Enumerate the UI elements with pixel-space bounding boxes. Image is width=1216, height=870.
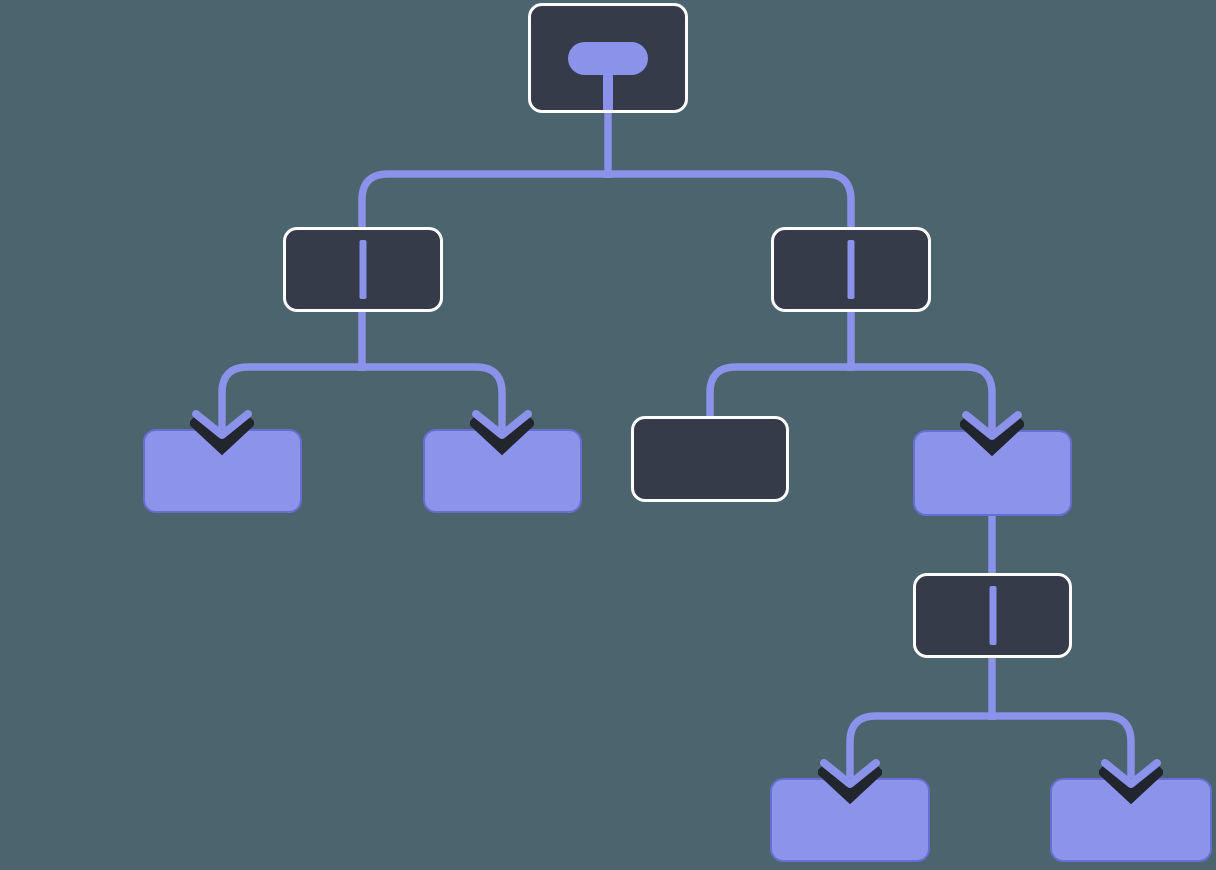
vertical-line-icon	[359, 240, 367, 299]
connector-bottom-branch	[846, 712, 1135, 790]
decision-node-2[interactable]	[913, 573, 1072, 658]
plain-node[interactable]	[631, 416, 789, 502]
connector-right-branch	[706, 363, 996, 441]
arrow-down-icon	[470, 410, 534, 456]
pill-stem	[603, 66, 613, 110]
arrow-down-icon	[1099, 759, 1163, 805]
arrow-dark-chevron	[960, 413, 1024, 457]
arrow-down-icon	[960, 411, 1024, 457]
arrow-purple-chevron	[472, 410, 532, 439]
arrow-dark-chevron	[818, 761, 882, 805]
arrow-purple-chevron	[820, 759, 880, 788]
arrow-purple-chevron	[962, 411, 1022, 440]
arrow-purple-chevron	[1101, 759, 1161, 788]
arrow-dark-chevron	[1099, 761, 1163, 805]
connector-top-branch	[358, 170, 855, 228]
arrow-down-icon	[818, 759, 882, 805]
arrow-purple-chevron	[192, 410, 252, 439]
decision-node-left[interactable]	[283, 227, 443, 312]
arrow-down-icon	[190, 410, 254, 456]
vertical-line-icon	[989, 586, 996, 645]
arrow-dark-chevron	[470, 412, 534, 456]
vertical-line-icon	[847, 240, 855, 299]
root-node[interactable]	[528, 3, 688, 113]
connector-left-branch	[218, 363, 506, 441]
decision-node-right[interactable]	[771, 227, 931, 312]
arrow-dark-chevron	[190, 412, 254, 456]
